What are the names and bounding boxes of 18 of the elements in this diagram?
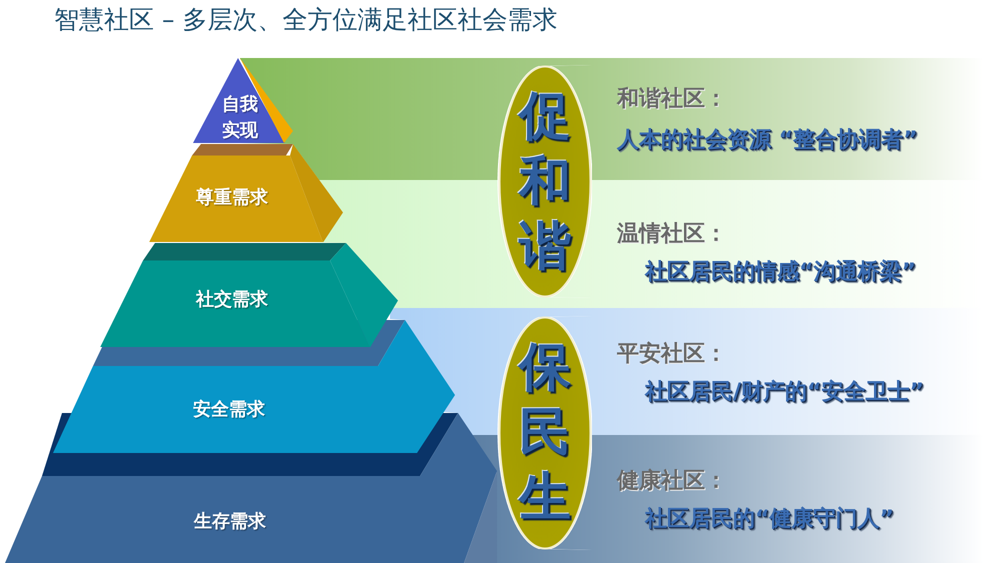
level-label: 安全需求 [193,398,265,422]
oval-badge [498,316,592,550]
band-heading: 健康社区： [617,468,727,496]
diagram-title: 智慧社区 – 多层次、全方位满足社区社会需求 [54,4,558,36]
band-text: 社区居民/财产的“安全卫士” [645,378,924,407]
level-label: 社交需求 [196,288,268,312]
band-text: 人本的社会资源 “整合协调者” [617,126,918,155]
band-heading: 平安社区： [617,340,727,369]
band-text: 社区居民的“健康守门人” [645,506,894,534]
badge-text: 促和谐 [519,85,571,278]
band-heading: 和谐社区： [617,86,727,114]
level-label: 生存需求 [194,510,266,534]
level-label: 自我实现 [222,92,258,143]
badge-text: 保民生 [519,336,571,530]
band-text: 社区居民的情感“沟通桥梁” [645,258,916,287]
oval-badge [498,65,592,298]
band-heading: 温情社区： [617,220,727,249]
level-label: 尊重需求 [196,186,268,210]
